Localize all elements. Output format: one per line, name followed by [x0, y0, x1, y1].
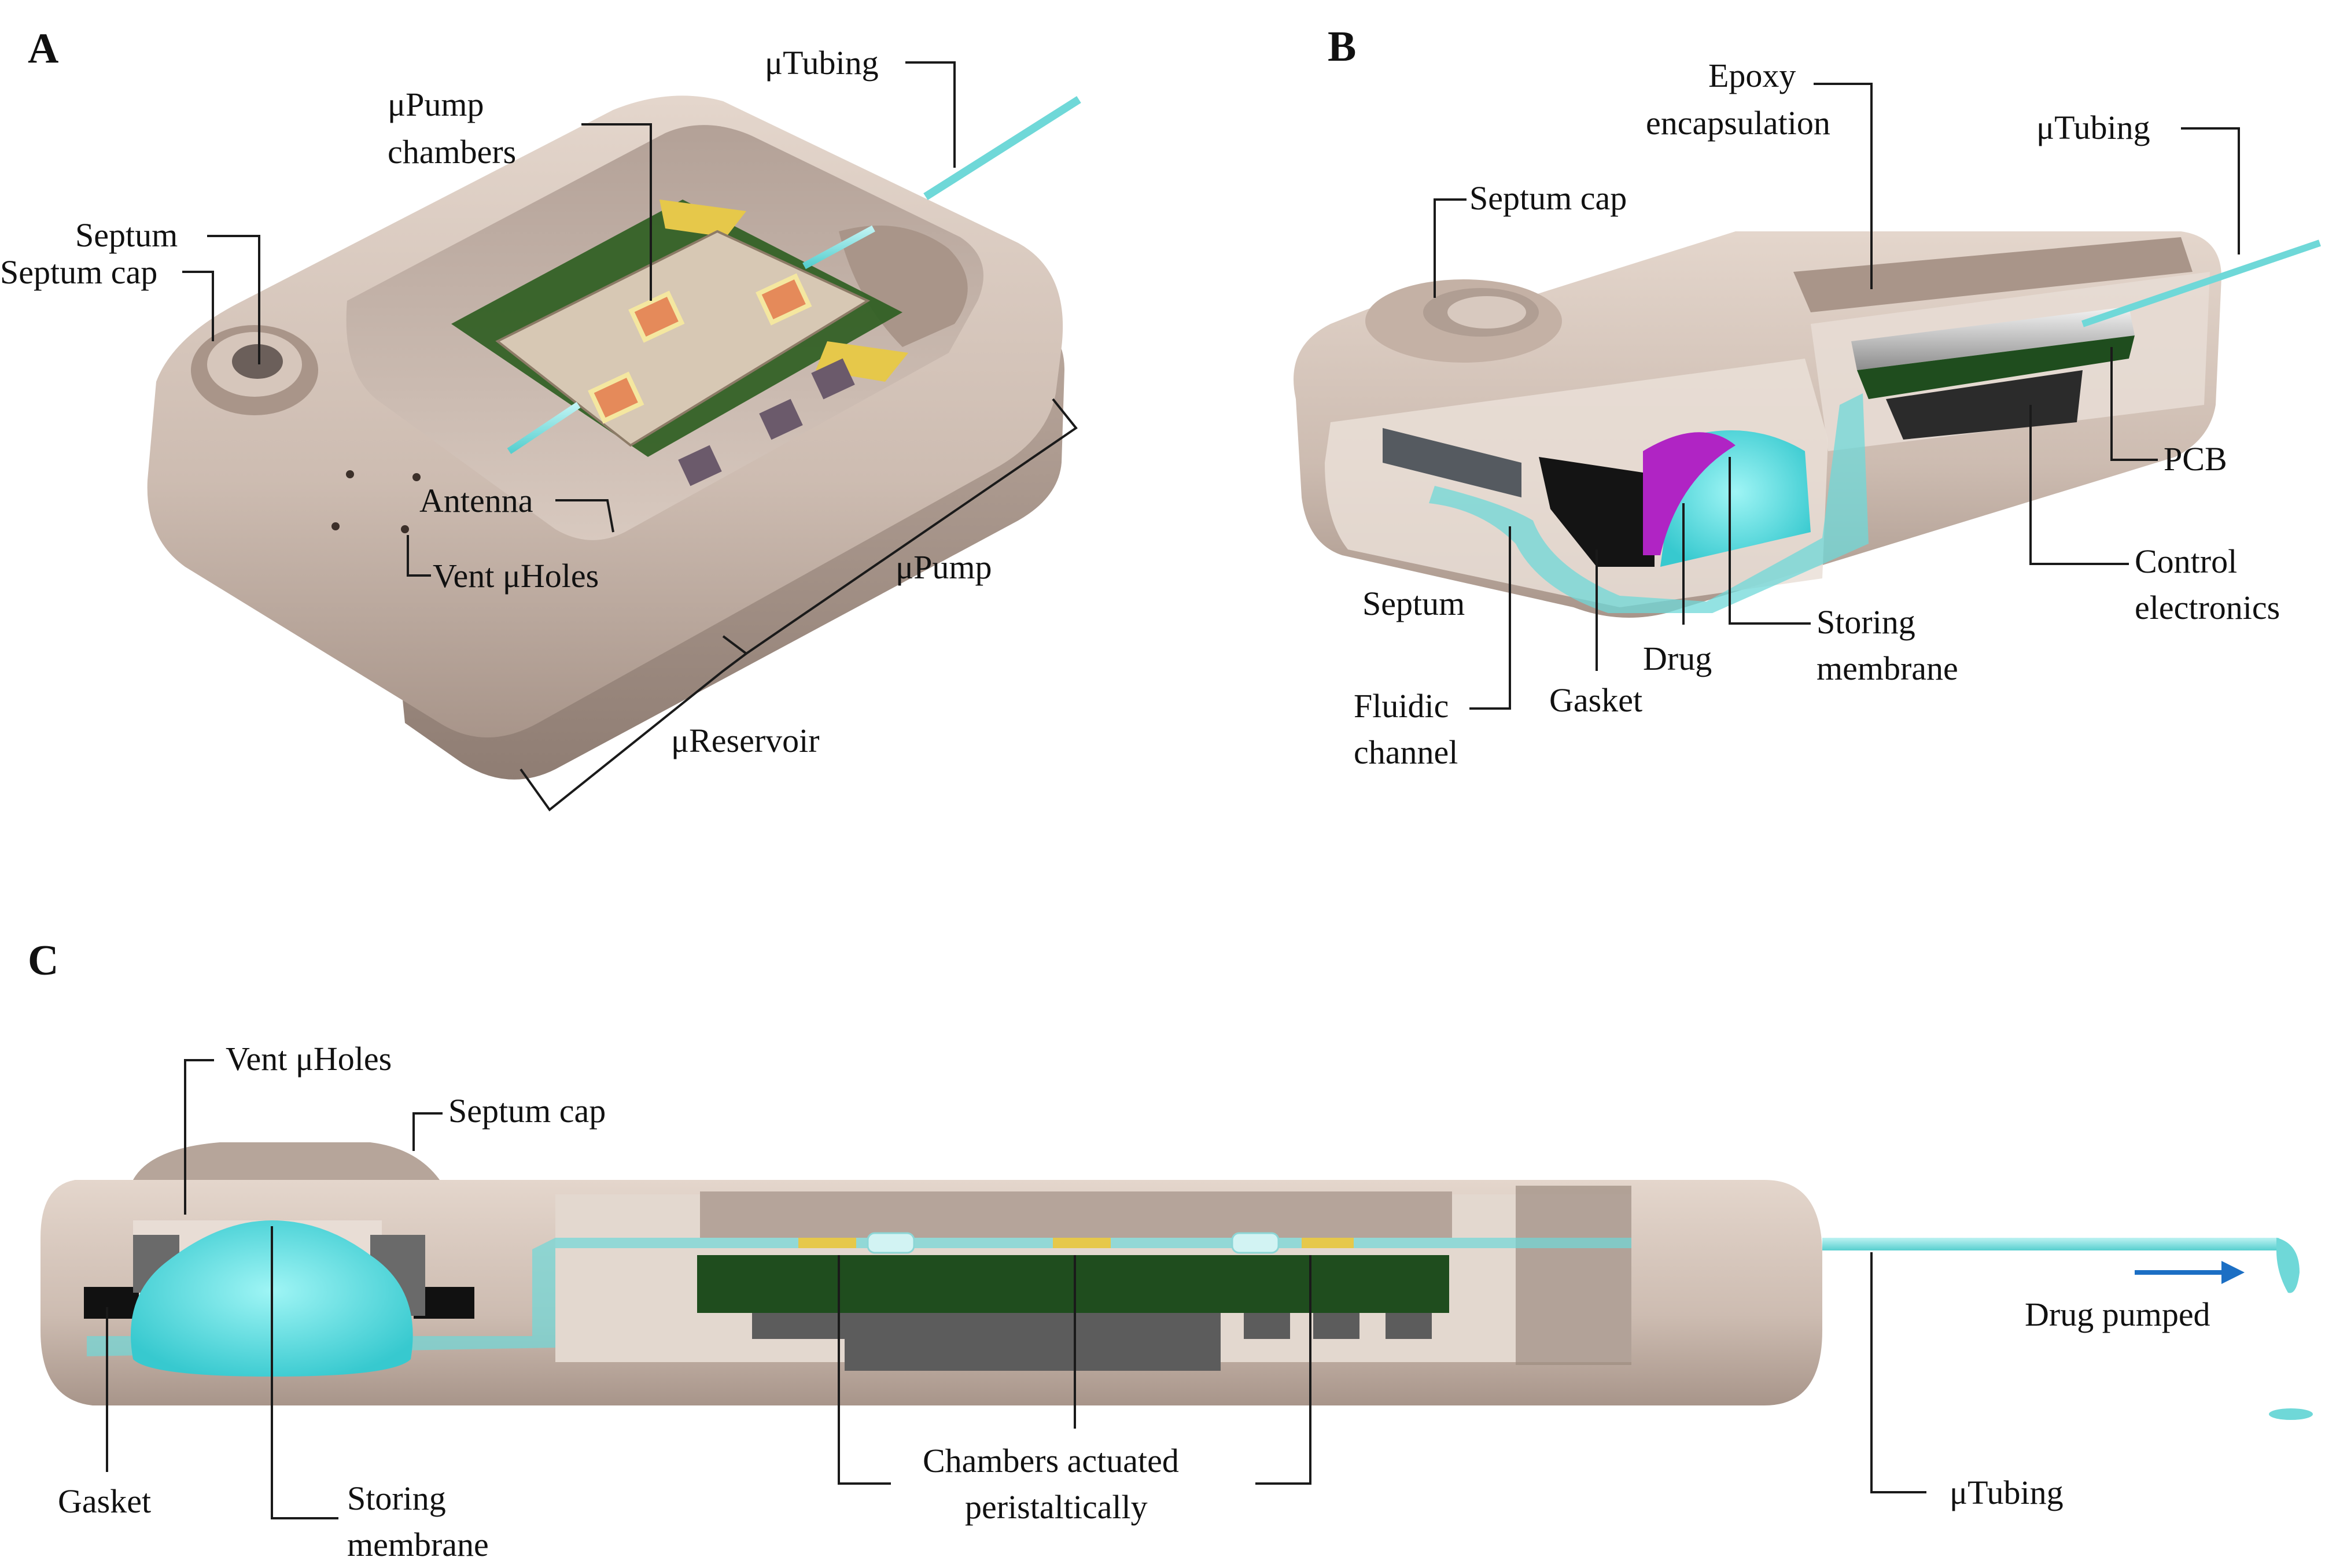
panel-b: B — [1294, 23, 2321, 771]
panel-b-leader-septum-cap — [1434, 198, 1467, 298]
panel-b-label-septum: Septum — [1362, 585, 1465, 622]
panel-c-leader-vent-holes — [184, 1059, 214, 1215]
panel-b-label-epoxy-2: encapsulation — [1646, 104, 1830, 142]
panel-a-septum — [191, 325, 318, 415]
panel-a-label-pump-chambers-2: chambers — [388, 133, 516, 171]
panel-c-leader-chambers-right — [1255, 1255, 1311, 1485]
panel-a: A — [0, 25, 1081, 811]
panel-b-label-storing-1: Storing — [1817, 603, 1915, 641]
panel-a-leader-tubing — [905, 61, 956, 168]
panel-b-leader-control — [2029, 405, 2129, 565]
panel-a-letter: A — [28, 25, 58, 72]
panel-c-label-storing-1: Storing — [347, 1480, 446, 1517]
panel-c-septum-cap — [133, 1142, 440, 1180]
panel-c-leader-storing — [271, 1226, 338, 1519]
panel-a-tubing — [507, 96, 1081, 454]
panel-c-label-vent-holes: Vent μHoles — [226, 1040, 392, 1078]
panel-a-label-vent-holes: Vent μHoles — [433, 557, 599, 595]
panel-b-label-drug: Drug — [1643, 640, 1712, 677]
panel-b-label-gasket: Gasket — [1549, 681, 1642, 719]
panel-b-electronics — [1851, 307, 2135, 440]
panel-a-label-tubing: μTubing — [765, 44, 879, 82]
panel-c-label-storing-2: membrane — [347, 1526, 489, 1563]
panel-c-pcb — [697, 1255, 1449, 1371]
panel-c-label-septum-cap: Septum cap — [448, 1092, 606, 1130]
panel-a-label-pump: μPump — [896, 548, 992, 586]
panel-c-leader-chambers-left — [838, 1255, 891, 1485]
panel-b-leader-fluidic — [1469, 526, 1511, 710]
panel-c-label-chambers-1: Chambers actuated — [923, 1442, 1179, 1480]
panel-a-label-antenna: Antenna — [419, 482, 533, 519]
panel-a-leader-septum-cap — [182, 271, 214, 341]
panel-b-letter: B — [1328, 23, 1356, 71]
panel-b-septum-cap — [1365, 279, 1562, 363]
panel-c-pump-chambers — [798, 1232, 1354, 1254]
panel-b-label-fluidic-2: channel — [1354, 733, 1458, 771]
panel-a-label-reservoir: μReservoir — [671, 722, 820, 759]
panel-a-leader-pump-chambers — [581, 123, 652, 301]
panel-b-gasket — [1539, 457, 1655, 567]
panel-b-leader-pcb — [2110, 347, 2158, 461]
panel-c-label-gasket: Gasket — [58, 1482, 151, 1520]
panel-a-reservoir-bracket — [519, 652, 747, 811]
panel-c-leader-septum-cap — [412, 1112, 443, 1151]
panel-b-label-pcb: PCB — [2164, 440, 2227, 478]
panel-b-leader-tubing — [2181, 127, 2240, 254]
panel-a-leader-septum — [207, 235, 260, 364]
panel-c-label-drug-pumped: Drug pumped — [2025, 1296, 2210, 1333]
panel-a-leader-vent-holes — [407, 535, 431, 577]
panel-c-letter: C — [28, 937, 58, 984]
panel-a-label-septum: Septum — [75, 216, 178, 254]
panel-b-septum — [1383, 428, 1521, 497]
panel-a-label-pump-chambers-1: μPump — [388, 86, 484, 123]
panel-a-pump-bracket — [722, 398, 1078, 655]
panel-a-vent-holes — [331, 470, 421, 533]
panel-b-label-control-1: Control — [2135, 543, 2237, 580]
panel-b-leader-epoxy — [1814, 83, 1873, 289]
panel-b-label-storing-2: membrane — [1817, 650, 1958, 687]
panel-c-flow-arrow — [2135, 1261, 2245, 1284]
panel-c-tubing — [1822, 1238, 2313, 1420]
panel-b-label-septum-cap: Septum cap — [1469, 179, 1627, 217]
panel-a-leader-antenna — [555, 499, 614, 533]
panel-a-pump-plate — [495, 230, 871, 447]
panel-b-tubing — [2081, 239, 2321, 327]
panel-b-membrane — [1643, 432, 1736, 555]
panel-b-label-epoxy-1: Epoxy — [1708, 57, 1796, 94]
panel-b-label-tubing: μTubing — [2036, 109, 2150, 146]
panel-b-label-fluidic-1: Fluidic — [1354, 687, 1449, 725]
panel-a-label-septum-cap: Septum cap — [0, 253, 157, 291]
panel-c: C — [28, 937, 2313, 1563]
panel-c-label-chambers-2: peristaltically — [965, 1488, 1148, 1526]
panel-b-label-control-2: electronics — [2135, 589, 2280, 626]
panel-b-leader-storing — [1729, 457, 1811, 625]
panel-c-leader-tubing — [1870, 1252, 1926, 1493]
panel-c-label-tubing: μTubing — [1950, 1474, 2064, 1511]
